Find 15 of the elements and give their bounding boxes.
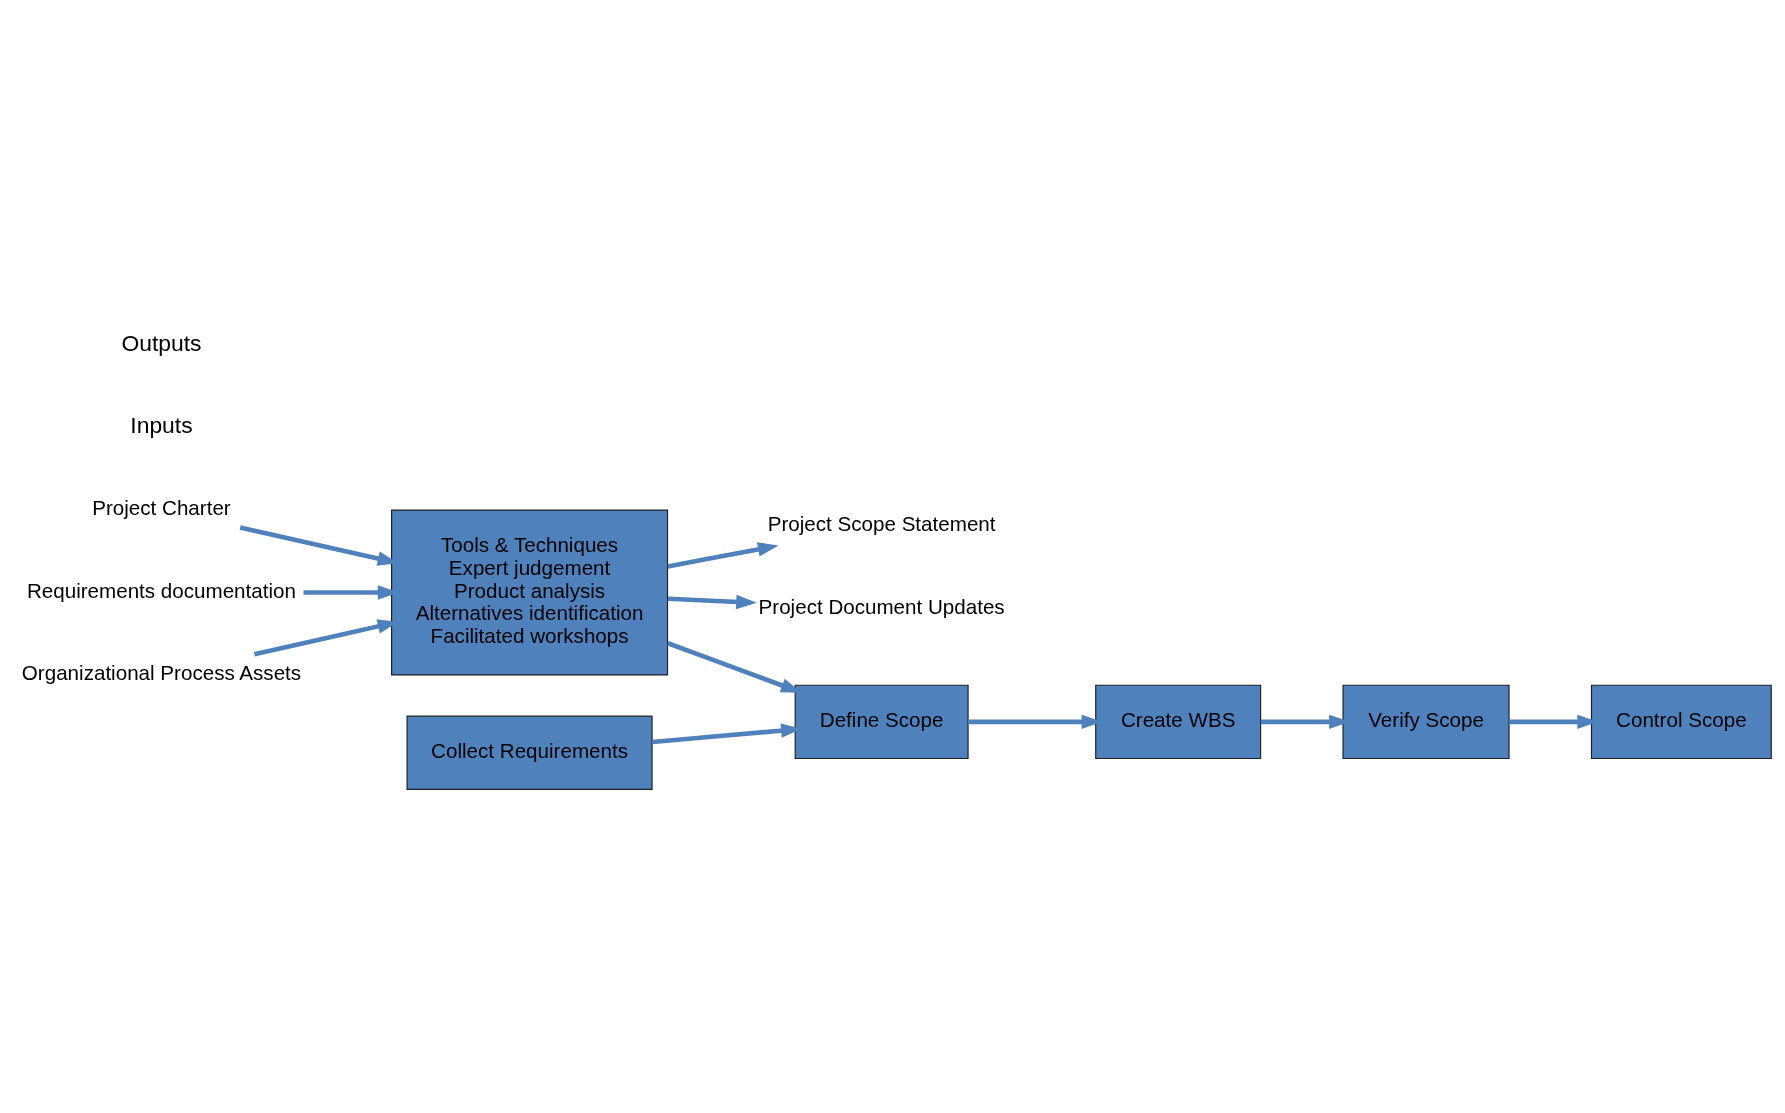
arrow (667, 594, 757, 609)
node-text: Project Document Updates (758, 594, 1005, 618)
node-text: Organizational Process Assets (21, 660, 302, 684)
node-box: Tools & Techniques Expert judgement Product analysis Alternatives identification Facilitated workshops (391, 509, 669, 675)
arrow (667, 541, 779, 569)
node-text: Project Charter (92, 495, 231, 519)
label: Inputs (130, 411, 193, 438)
node-box: Collect Requirements (406, 715, 653, 790)
node-box: Control Scope (1590, 684, 1772, 759)
node-box: Verify Scope (1342, 684, 1510, 759)
node-box: Define Scope (794, 684, 969, 759)
node-box: Create WBS (1095, 684, 1262, 759)
label: Outputs (121, 329, 202, 356)
node-text: Requirements documentation (26, 578, 296, 602)
node-text: Project Scope Statement (767, 511, 996, 535)
